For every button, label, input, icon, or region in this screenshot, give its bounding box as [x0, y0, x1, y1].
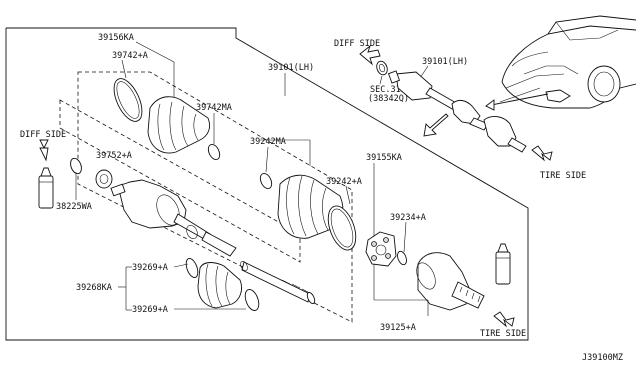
part-label-38342Q: (38342Q) [368, 94, 409, 104]
overview-shaft-assembly [387, 70, 527, 153]
oil-seal-part [376, 60, 388, 76]
part-label-39242MA: 39242MA [250, 137, 286, 147]
part-label-39269A-upper: 39269+A [132, 263, 168, 273]
small-band-part [207, 143, 221, 161]
grease-tube-icon [38, 167, 54, 209]
part-label-39752A: 39752+A [96, 151, 132, 161]
snap-ring-part [70, 157, 82, 175]
shaft-boot-part [197, 262, 243, 309]
boot-band-part [113, 78, 143, 122]
diff-side-label-top: DIFF SIDE [334, 39, 380, 49]
part-label-39268KA: 39268KA [76, 283, 112, 293]
band-part [185, 257, 199, 279]
inner-joint-housing-part [110, 179, 237, 257]
bearing-part [95, 169, 113, 189]
part-label-39125A: 39125+A [380, 323, 416, 333]
car-front-icon [499, 15, 637, 109]
part-label-39234A: 39234+A [390, 213, 426, 223]
band-part [244, 289, 260, 311]
part-label-39269A-lower: 39269+A [132, 305, 168, 315]
outer-joint-part [416, 252, 485, 311]
small-band-part [259, 172, 273, 190]
part-label-39742MA: 39742MA [196, 103, 232, 113]
boot-band-part [327, 205, 357, 251]
direction-arrow-icon [493, 311, 515, 328]
part-label-39101LH-overview: 39101(LH) [422, 57, 468, 67]
outer-boot-kit-box [59, 99, 301, 263]
part-label-39101LH-main: 39101(LH) [268, 63, 314, 73]
direction-arrow-icon [423, 113, 449, 137]
tire-side-label-bottom: TIRE SIDE [480, 329, 526, 339]
part-label-39156KA: 39156KA [98, 33, 134, 43]
frame-outline [5, 27, 529, 341]
tire-side-label-top: TIRE SIDE [540, 171, 586, 181]
part-label-39242A: 39242+A [326, 177, 362, 187]
diff-side-arrow-left: DIFF SIDE [20, 130, 66, 162]
diff-side-label-left: DIFF SIDE [20, 130, 66, 140]
direction-arrow-icon [359, 44, 381, 66]
direction-arrow-icon [485, 93, 549, 111]
grease-tube-icon [495, 243, 511, 285]
part-label-38225WA: 38225WA [56, 202, 92, 212]
ball-cage-part [365, 231, 397, 267]
diagram-code: J39100MZ [582, 353, 623, 363]
outer-boot-part [277, 174, 344, 239]
part-label-39742A: 39742+A [112, 51, 148, 61]
direction-arrow-icon [531, 145, 553, 162]
circlip-part [397, 250, 407, 266]
sec-311-label: SEC.311 [370, 85, 406, 95]
drive-shaft-part [240, 260, 316, 305]
part-label-39155KA: 39155KA [366, 153, 402, 163]
inner-boot-part [147, 96, 211, 154]
